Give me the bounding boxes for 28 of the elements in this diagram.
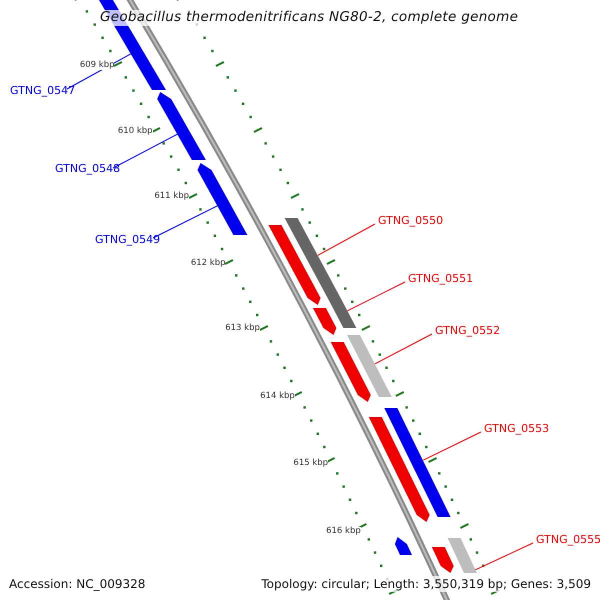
leader-line bbox=[374, 334, 432, 364]
gene-feature bbox=[347, 335, 392, 397]
leader-line bbox=[112, 134, 178, 168]
gene-feature bbox=[384, 408, 451, 517]
gene-feature bbox=[448, 538, 477, 573]
gene-label: GTNG_0552 bbox=[435, 325, 500, 336]
leader-line bbox=[422, 432, 482, 461]
gene-feature bbox=[312, 308, 336, 335]
leader-line bbox=[317, 224, 376, 256]
gene-feature bbox=[328, 300, 356, 328]
gene-feature bbox=[284, 218, 342, 300]
gene-label: GTNG_0548 bbox=[55, 163, 120, 174]
gene-label: GTNG_0550 bbox=[378, 215, 444, 226]
gene-label: GTNG_0549 bbox=[95, 234, 160, 245]
gene-label: GTNG_0547 bbox=[10, 85, 76, 96]
leader-line bbox=[346, 282, 406, 312]
gene-feature bbox=[198, 163, 248, 235]
gene-feature bbox=[432, 547, 454, 573]
leader-line bbox=[152, 205, 218, 238]
gene-label: GTNG_0553 bbox=[484, 423, 550, 434]
gene-feature bbox=[268, 225, 321, 305]
gene-feature bbox=[330, 342, 371, 402]
leader-line bbox=[474, 542, 534, 570]
gene-feature bbox=[368, 417, 430, 522]
gene-label: GTNG_0555 bbox=[536, 534, 600, 545]
gene-label: GTNG_0551 bbox=[408, 273, 474, 284]
gene-feature bbox=[157, 92, 206, 160]
gene-feature bbox=[394, 537, 412, 555]
